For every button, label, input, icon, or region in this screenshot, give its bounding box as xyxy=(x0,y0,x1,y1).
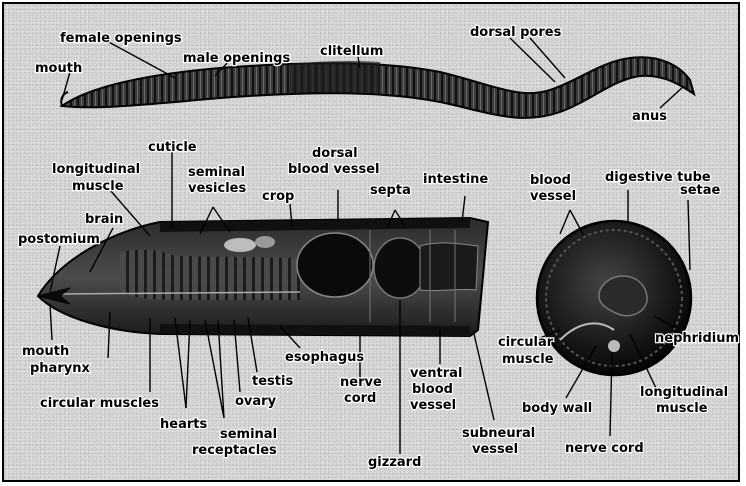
label-setae: setae xyxy=(680,183,721,198)
label-cs-muscle: muscle xyxy=(502,352,554,367)
label-mouth-bottom: mouth xyxy=(22,344,69,359)
label-vesicles: vesicles xyxy=(188,181,246,196)
cross-section xyxy=(537,221,691,375)
label-cs-blood: blood xyxy=(530,173,571,188)
label-body-wall: body wall xyxy=(522,401,592,416)
nerve-cord-dot xyxy=(608,340,620,352)
label-hearts: hearts xyxy=(160,417,207,432)
label-prostomium: postomium xyxy=(18,232,100,247)
label-subneural: subneural xyxy=(462,426,535,441)
label-brain: brain xyxy=(85,212,123,227)
label-clitellum: clitellum xyxy=(320,44,383,59)
label-intestine: intestine xyxy=(423,172,488,187)
longitudinal-section xyxy=(38,218,488,336)
label-crop: crop xyxy=(262,189,294,204)
label-nerve: nerve xyxy=(340,375,382,390)
label-nephridium: nephridium xyxy=(655,331,739,346)
crop-chamber xyxy=(297,233,373,297)
label-esophagus: esophagus xyxy=(285,350,364,365)
label-dorsal-pores: dorsal pores xyxy=(470,25,562,40)
label-seminal-2: seminal xyxy=(220,427,277,442)
label-blood-vessel: blood vessel xyxy=(288,162,380,177)
label-cs-longitudinal: longitudinal xyxy=(640,385,728,400)
label-testis: testis xyxy=(252,374,293,389)
label-seminal: seminal xyxy=(188,165,245,180)
label-dorsal: dorsal xyxy=(312,146,358,161)
label-longitudinal: longitudinal xyxy=(52,162,140,177)
label-blood: blood xyxy=(412,382,453,397)
clitellum-band xyxy=(290,61,380,94)
whole-worm xyxy=(61,57,694,118)
seminal-vesicle xyxy=(224,238,256,252)
label-cs-muscle-2: muscle xyxy=(656,401,708,416)
label-circular-muscles: circular muscles xyxy=(40,396,159,411)
label-muscle: muscle xyxy=(72,179,124,194)
label-anus: anus xyxy=(632,109,667,124)
label-mouth-top: mouth xyxy=(35,61,82,76)
label-male-openings: male openings xyxy=(183,51,290,66)
label-septa: septa xyxy=(370,183,411,198)
label-female-openings: female openings xyxy=(60,31,182,46)
label-pharynx: pharynx xyxy=(30,361,90,376)
label-subneural-vessel: vessel xyxy=(472,442,518,457)
label-ovary: ovary xyxy=(235,394,277,409)
gizzard-chamber xyxy=(374,238,426,298)
label-vessel: vessel xyxy=(410,398,456,413)
label-cuticle: cuticle xyxy=(148,140,197,155)
label-cs-vessel: vessel xyxy=(530,189,576,204)
intestine-segment xyxy=(420,243,478,291)
label-gizzard: gizzard xyxy=(368,455,421,470)
label-cord: cord xyxy=(344,391,376,406)
label-cs-nerve-cord: nerve cord xyxy=(565,441,644,456)
label-receptacles: receptacles xyxy=(192,443,277,458)
label-circular: circular xyxy=(498,335,554,350)
label-ventral: ventral xyxy=(410,366,462,381)
